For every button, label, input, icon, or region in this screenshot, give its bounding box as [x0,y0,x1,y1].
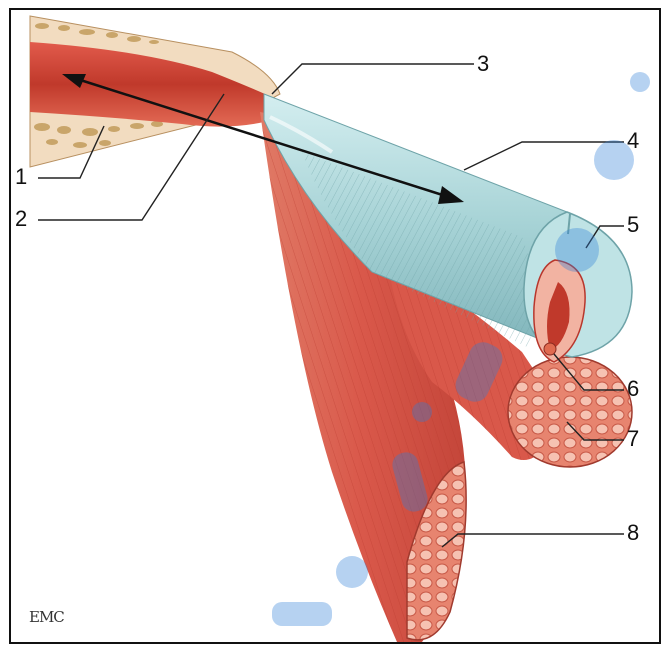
label-7: 7 [627,428,639,450]
label-3: 3 [477,53,489,75]
label-2: 2 [15,208,27,230]
diagram-frame: 1 2 3 4 5 6 7 8 EMC [9,8,661,644]
label-4: 4 [627,130,639,152]
publisher-mark: EMC [29,608,64,626]
inner-nucleus [544,343,556,355]
label-1: 1 [15,166,27,188]
label-6: 6 [627,378,639,400]
label-5: 5 [627,214,639,236]
label-8: 8 [627,522,639,544]
anatomy-illustration [11,10,661,644]
